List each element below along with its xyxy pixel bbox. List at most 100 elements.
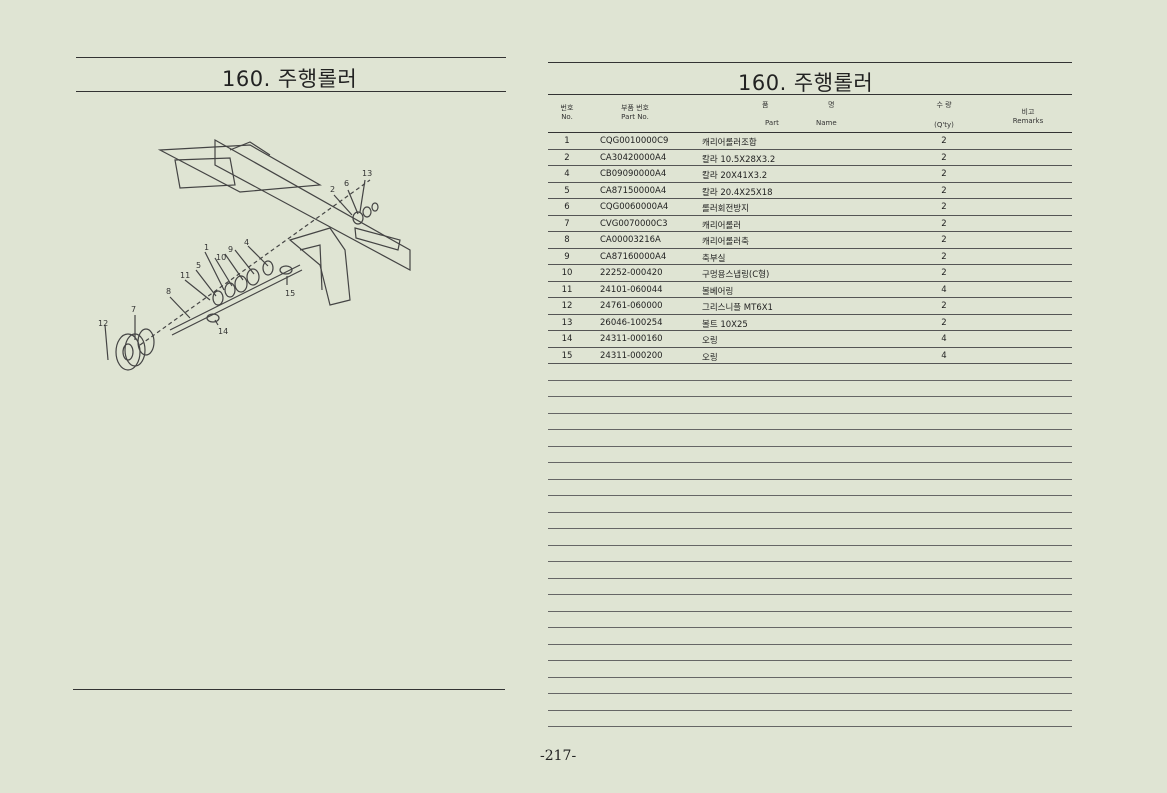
- empty-table-row: [548, 612, 1072, 628]
- table-row: 12 24761-060000 그리스니플 MT6X1 2: [548, 298, 1072, 315]
- empty-table-row: [548, 562, 1072, 579]
- part-name: 축부실: [702, 253, 726, 264]
- table-row: 8 CA00003216A 캐리어롤러축 2: [548, 232, 1072, 249]
- part-name: 캐리어롤러: [702, 220, 742, 231]
- exploded-parts-diagram: 13 6 2 1 10 9 4 5 11 8 7 12 15 14: [98, 138, 411, 371]
- empty-table-row: [548, 678, 1072, 694]
- part-name: 캐리어롤러축: [702, 237, 749, 247]
- part-quantity: 2: [941, 202, 947, 212]
- part-name: 오링: [702, 352, 718, 363]
- empty-table-row: [548, 513, 1072, 529]
- part-quantity: 4: [941, 334, 947, 344]
- callout-5: 5: [196, 261, 201, 270]
- part-name: 볼트 10X25: [702, 319, 748, 330]
- part-code: CA00003216A: [600, 235, 661, 245]
- callout-8: 8: [166, 287, 171, 296]
- callout-2: 2: [330, 185, 335, 194]
- part-quantity: 2: [941, 317, 947, 328]
- part-number-index: 5: [564, 185, 570, 196]
- part-code: CVG0070000C3: [600, 218, 668, 229]
- empty-table-row: [548, 579, 1072, 595]
- right-title-rule-bottom: [548, 94, 1072, 95]
- part-quantity: 2: [941, 185, 947, 196]
- empty-table-row: [548, 480, 1072, 496]
- part-number-index: 10: [561, 268, 573, 278]
- empty-table-row: [548, 529, 1072, 546]
- page-number: -217-: [540, 748, 577, 764]
- empty-table-row: [548, 496, 1072, 513]
- header-name-en2: Name: [816, 119, 837, 127]
- part-code: CQG0010000C9: [600, 136, 669, 146]
- callout-4: 4: [244, 238, 249, 247]
- empty-table-row: [548, 694, 1072, 711]
- part-code: CB09090000A4: [600, 169, 667, 179]
- part-code: 24311-000160: [600, 334, 663, 344]
- part-quantity: 4: [941, 284, 947, 295]
- empty-table-row: [548, 628, 1072, 645]
- table-row: 13 26046-100254 볼트 10X25 2: [548, 315, 1072, 331]
- empty-table-row: [548, 364, 1072, 381]
- empty-table-row: [548, 645, 1072, 661]
- part-name: 구멍용스냅링(C형): [702, 270, 770, 280]
- part-number-index: 4: [564, 169, 570, 179]
- table-row: 14 24311-000160 오링 4: [548, 331, 1072, 348]
- part-number-index: 13: [561, 317, 573, 328]
- part-quantity: 2: [941, 235, 947, 245]
- part-name: 캐리어롤러조합: [702, 138, 757, 148]
- header-name-kr2: 명: [828, 101, 835, 109]
- table-row: 15 24311-000200 오링 4: [548, 348, 1072, 364]
- part-quantity: 2: [941, 169, 947, 179]
- part-number-index: 7: [564, 218, 570, 229]
- part-name: 칼라 10.5X28X3.2: [702, 154, 776, 165]
- part-code: 22252-000420: [600, 268, 663, 278]
- part-code: 24761-060000: [600, 301, 663, 311]
- part-name: 칼라 20.4X25X18: [702, 187, 773, 198]
- part-quantity: 4: [941, 350, 947, 361]
- title-rule-top: [76, 57, 506, 58]
- empty-table-row: [548, 595, 1072, 612]
- callout-9: 9: [228, 245, 233, 254]
- part-number-index: 11: [561, 284, 573, 295]
- left-page-title: 160. 주행롤러: [222, 67, 358, 91]
- callout-6: 6: [344, 179, 349, 188]
- callout-14: 14: [218, 327, 228, 336]
- right-page-title: 160. 주행롤러: [738, 71, 874, 95]
- part-code: 26046-100254: [600, 317, 663, 328]
- callout-15: 15: [285, 289, 295, 298]
- part-quantity: 2: [941, 268, 947, 278]
- callout-7: 7: [131, 305, 136, 314]
- part-name: 볼베어링: [702, 286, 734, 297]
- callout-12: 12: [98, 319, 108, 328]
- part-name: 그리스니플 MT6X1: [702, 303, 773, 313]
- header-name-kr1: 품: [762, 101, 769, 109]
- part-number-index: 15: [561, 350, 573, 361]
- part-code: 24101-060044: [600, 284, 663, 295]
- part-number-index: 14: [561, 334, 573, 344]
- empty-table-row: [548, 546, 1072, 562]
- empty-table-row: [548, 381, 1072, 397]
- callout-13: 13: [362, 169, 372, 178]
- callout-1: 1: [204, 243, 209, 252]
- part-number-index: 1: [564, 136, 570, 146]
- header-name-en1: Part: [765, 119, 779, 127]
- empty-table-row: [548, 397, 1072, 414]
- left-bottom-rule: [73, 689, 505, 690]
- part-code: 24311-000200: [600, 350, 663, 361]
- empty-table-row: [548, 661, 1072, 678]
- part-quantity: 2: [941, 251, 947, 262]
- part-name: 오링: [702, 336, 718, 346]
- callout-10: 10: [216, 253, 226, 262]
- part-number-index: 8: [564, 235, 570, 245]
- part-name: 롤러회전방지: [702, 204, 749, 214]
- part-quantity: 2: [941, 301, 947, 311]
- part-number-index: 12: [561, 301, 573, 311]
- callout-11: 11: [180, 271, 190, 280]
